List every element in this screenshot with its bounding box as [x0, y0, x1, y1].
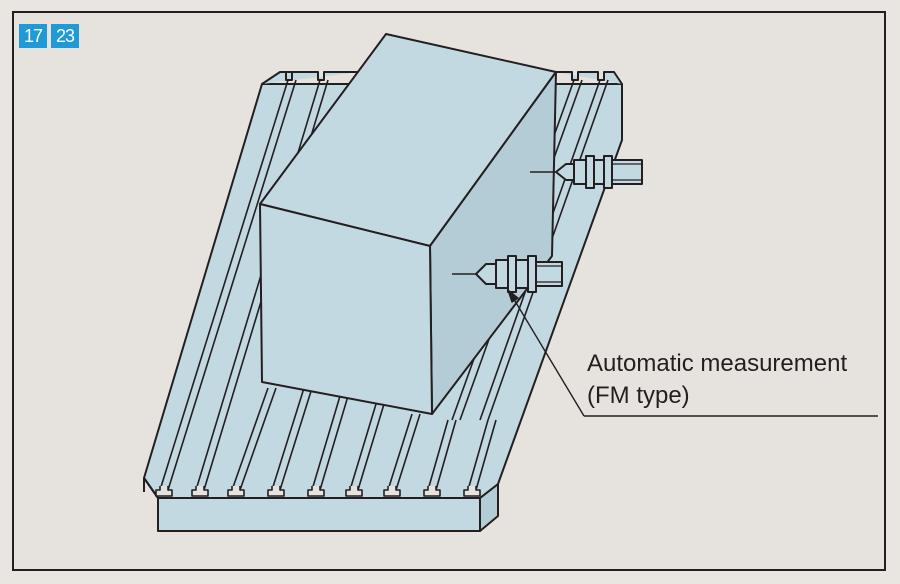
callout-line-2: (FM type)	[587, 382, 690, 409]
callout-leader	[507, 289, 878, 417]
measurement-probe-lower[interactable]	[452, 255, 563, 293]
table-back-edge	[261, 71, 360, 85]
callout-label: Automatic measurement (FM type)	[587, 348, 847, 412]
workpiece-block[interactable]	[259, 33, 557, 415]
table-front-face	[157, 497, 481, 532]
measurement-probe-upper[interactable]	[530, 155, 643, 189]
badge-17: 17	[19, 24, 47, 48]
t-slot-profiles	[155, 486, 481, 497]
callout-line-1: Automatic measurement	[587, 350, 848, 377]
badge-23: 23	[51, 24, 79, 48]
block-front-face	[259, 203, 433, 415]
figure-badges: 17 23	[19, 24, 79, 48]
